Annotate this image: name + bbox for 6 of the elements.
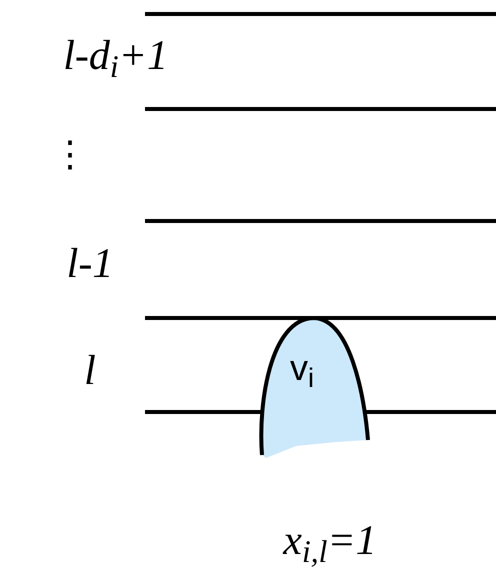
level-label: x$_{i,l}$=1 [282, 517, 378, 568]
level-label: l [83, 347, 97, 396]
vertical-ellipsis: ⋮ [51, 133, 89, 176]
level-label: l-1 [66, 240, 114, 289]
level-label: l-d$_{i}$+1 [62, 32, 168, 82]
node-label: v$_{i}$ [290, 350, 314, 386]
